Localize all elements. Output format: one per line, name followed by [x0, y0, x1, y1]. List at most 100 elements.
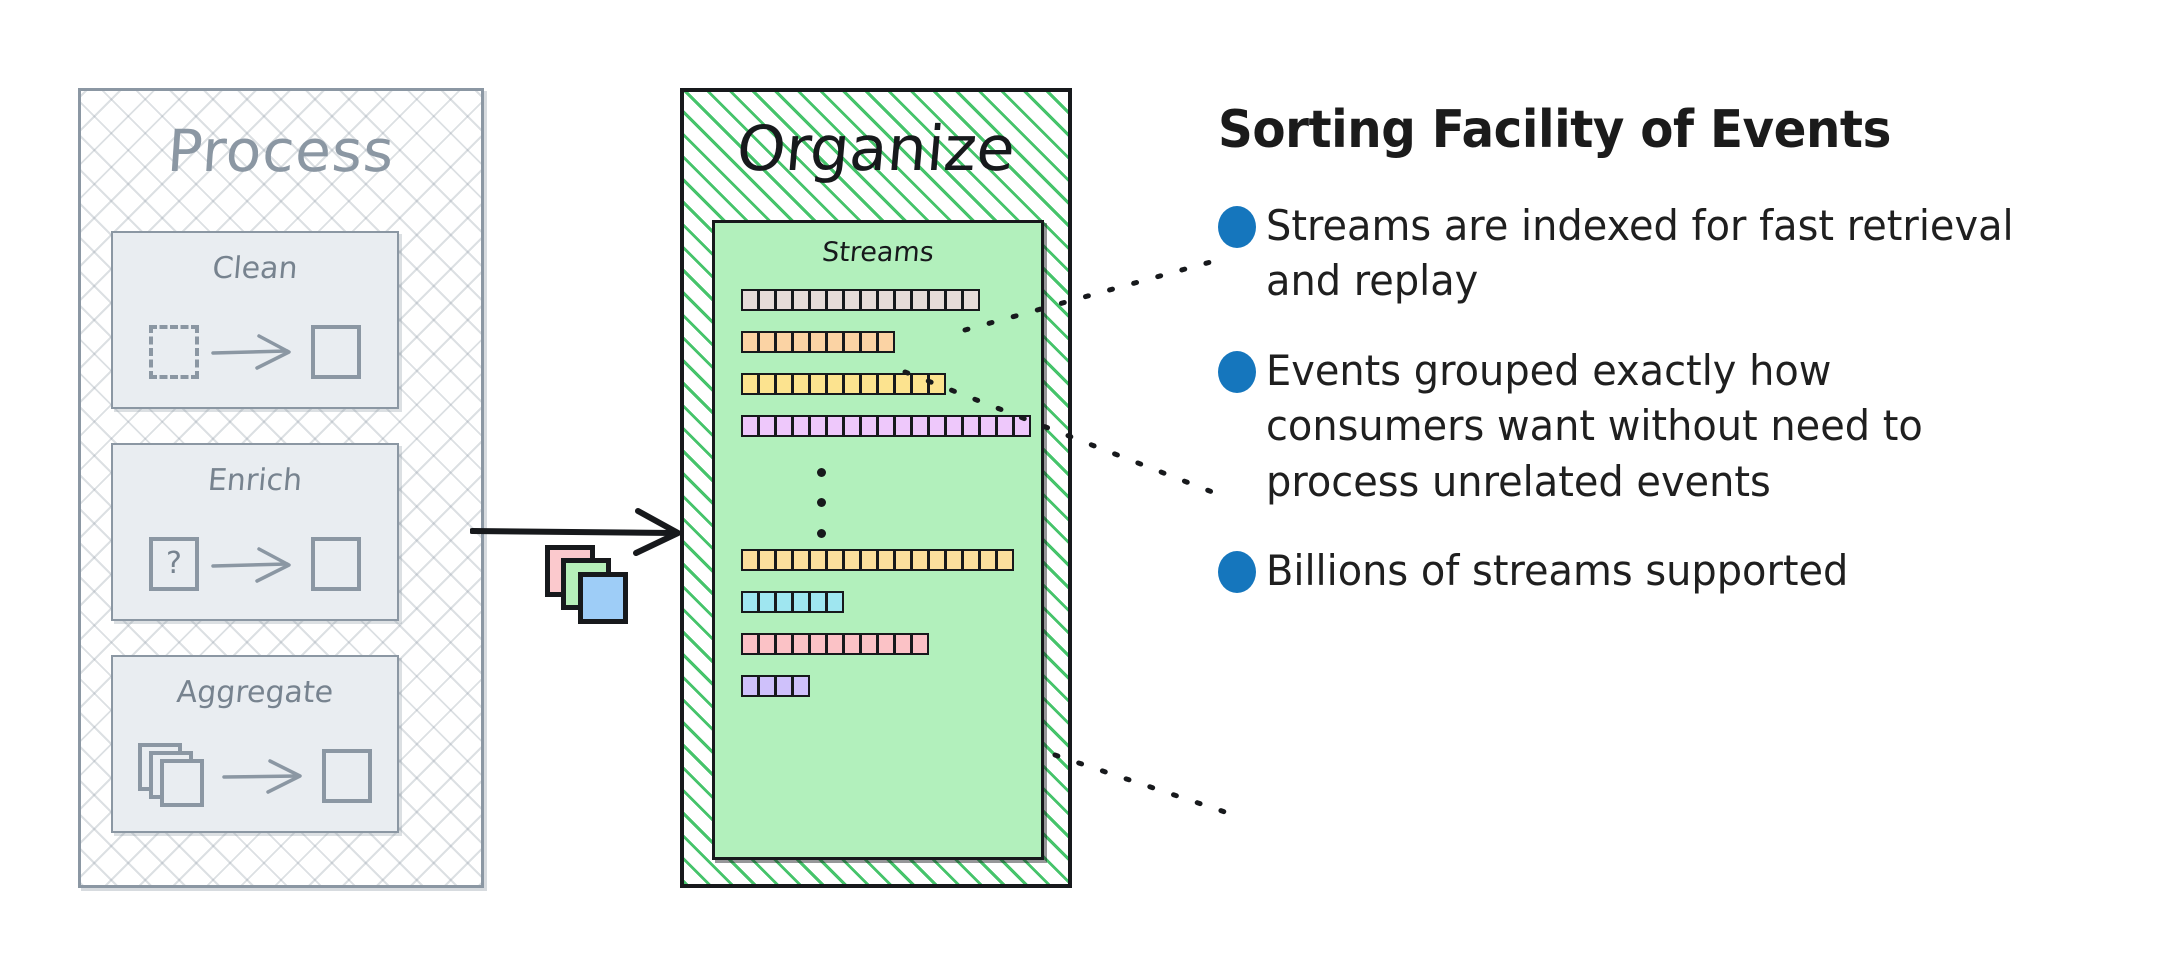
stream-cell	[860, 633, 878, 655]
stream-cell	[877, 549, 895, 571]
stream-cell	[962, 289, 980, 311]
process-step-clean[interactable]: Clean	[111, 231, 399, 409]
info-bullet-text: Events grouped exactly how consumers wan…	[1266, 345, 1923, 506]
organize-panel-title: Organize	[733, 112, 1019, 185]
stream-cell	[775, 331, 793, 353]
stacked-squares-icon	[138, 743, 210, 809]
process-step-enrich[interactable]: Enrich ?	[111, 443, 399, 621]
stream-cell	[945, 549, 963, 571]
bullet-list: Streams are indexed for fast retrieval a…	[1218, 198, 2118, 599]
stream-cell	[962, 549, 980, 571]
stream-cell	[741, 289, 759, 311]
stream-ellipsis	[741, 457, 901, 549]
stream-cell	[741, 591, 759, 613]
process-step-label: Aggregate	[175, 675, 335, 710]
stream-cell	[928, 549, 946, 571]
stream-cell	[945, 415, 963, 437]
process-step-label: Clean	[210, 251, 300, 286]
stream-bar[interactable]	[741, 373, 1041, 395]
info-column: Sorting Facility of Events Streams are i…	[1218, 100, 2118, 633]
stream-cell	[741, 549, 759, 571]
stream-bar[interactable]	[741, 675, 1041, 697]
stream-cell	[741, 675, 759, 697]
flow-arrow-icon	[469, 505, 690, 565]
stream-cell	[843, 549, 861, 571]
stream-bar[interactable]	[741, 633, 1041, 655]
stream-cell	[809, 591, 827, 613]
bullet-dot-icon	[1218, 350, 1256, 393]
stream-cell	[826, 415, 844, 437]
stream-cell	[860, 289, 878, 311]
bullet-dot-icon	[1218, 551, 1256, 594]
stream-cell	[928, 289, 946, 311]
info-bullet: Events grouped exactly how consumers wan…	[1218, 343, 2118, 509]
process-step-aggregate[interactable]: Aggregate	[111, 655, 399, 833]
stream-cell	[911, 415, 929, 437]
stream-cell	[911, 549, 929, 571]
stream-cell	[860, 549, 878, 571]
stream-cell	[809, 331, 827, 353]
stream-bar[interactable]	[741, 549, 1041, 571]
stream-cell	[860, 373, 878, 395]
bullet-dot-icon	[1218, 206, 1256, 248]
stream-cell	[877, 373, 895, 395]
stream-bar[interactable]	[741, 331, 1041, 353]
stream-cell	[911, 373, 929, 395]
stream-cell	[894, 633, 912, 655]
stream-cell	[979, 549, 997, 571]
stream-cell	[843, 289, 861, 311]
stream-cell	[979, 415, 997, 437]
stream-cell	[792, 415, 810, 437]
info-bullet-text: Streams are indexed for fast retrieval a…	[1266, 201, 2014, 306]
ellipsis-dot	[816, 467, 826, 477]
stream-cell	[758, 331, 776, 353]
stream-bar[interactable]	[741, 415, 1041, 437]
stream-cell	[911, 289, 929, 311]
square-icon	[311, 537, 361, 591]
arrow-right-icon	[209, 332, 301, 372]
stream-cell	[826, 331, 844, 353]
stream-cell	[877, 633, 895, 655]
stream-cell	[775, 633, 793, 655]
square-icon	[322, 749, 372, 803]
stream-cell	[996, 549, 1014, 571]
stream-bar[interactable]	[741, 591, 1041, 613]
stream-cell	[826, 591, 844, 613]
stream-cell	[792, 675, 810, 697]
stream-cell	[758, 675, 776, 697]
organize-panel: Organize Streams	[680, 88, 1072, 888]
streams-card[interactable]: Streams	[712, 220, 1044, 860]
stream-cell	[741, 633, 759, 655]
stream-cell	[792, 331, 810, 353]
dashed-square-icon	[149, 325, 199, 379]
stream-cell	[775, 373, 793, 395]
page-title: Sorting Facility of Events	[1218, 100, 1891, 160]
stream-cell	[809, 633, 827, 655]
stream-cell	[792, 373, 810, 395]
stream-cell	[911, 633, 929, 655]
ellipsis-dot	[816, 529, 826, 539]
stream-cell	[792, 549, 810, 571]
stream-cell	[741, 331, 759, 353]
stream-cell	[962, 415, 980, 437]
stream-cell	[860, 331, 878, 353]
process-step-diagram	[113, 731, 397, 821]
stream-cell	[894, 549, 912, 571]
stream-cell	[843, 633, 861, 655]
stream-bar-list	[741, 289, 1041, 717]
stream-cell	[894, 373, 912, 395]
stream-bar[interactable]	[741, 289, 1041, 311]
stream-cell	[809, 549, 827, 571]
stream-cell	[758, 633, 776, 655]
stream-cell	[758, 289, 776, 311]
stream-cell	[1013, 415, 1031, 437]
stream-cell	[792, 289, 810, 311]
stream-cell	[860, 415, 878, 437]
stream-cell	[996, 415, 1014, 437]
stream-cell	[826, 633, 844, 655]
stream-cell	[792, 591, 810, 613]
stream-cell	[877, 289, 895, 311]
stream-cell	[758, 373, 776, 395]
stream-cell	[928, 373, 946, 395]
stream-cell	[877, 415, 895, 437]
